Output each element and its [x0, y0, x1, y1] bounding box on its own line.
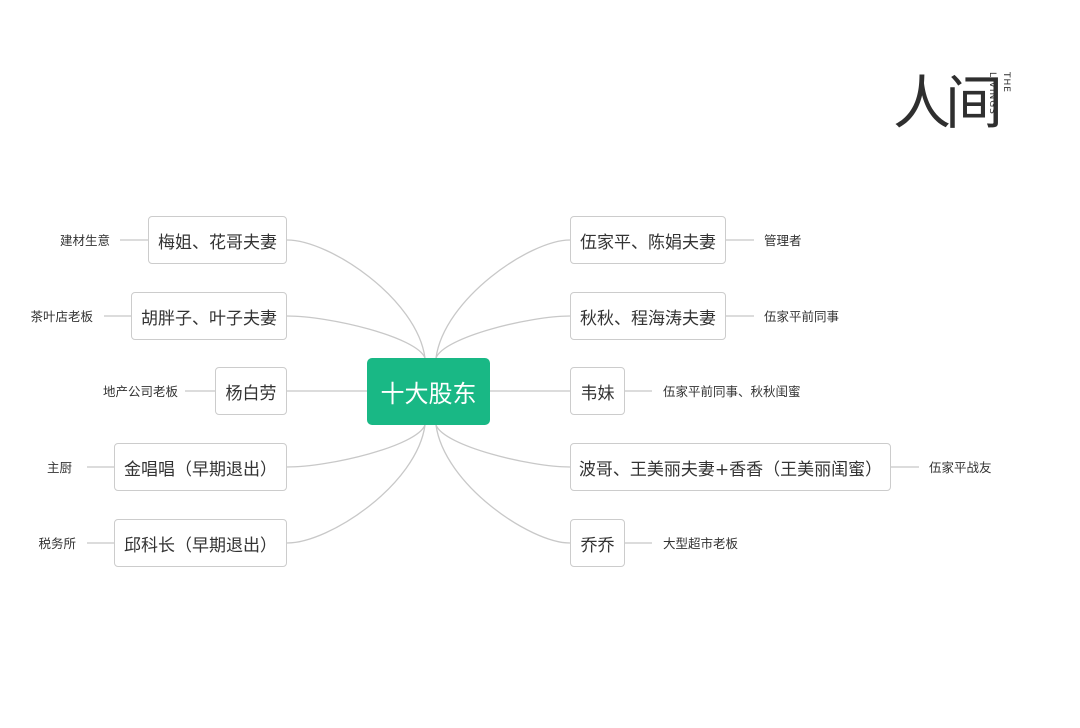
- connector-line-left: [286, 424, 426, 544]
- branch-node-right: 伍家平、陈娟夫妻: [570, 216, 726, 264]
- branch-note: 伍家平前同事: [764, 309, 840, 324]
- branch-node-left: 邱科长（早期退出）: [114, 519, 287, 567]
- branch-node-left: 杨白劳: [215, 367, 287, 415]
- branch-node-left: 胡胖子、叶子夫妻: [131, 292, 287, 340]
- connector-line-right: [435, 315, 571, 359]
- root-node: 十大股东: [367, 358, 490, 425]
- branch-note: 主厨: [46, 460, 72, 475]
- branch-node-right: 波哥、王美丽夫妻+香香（王美丽闺蜜）: [570, 443, 891, 491]
- the-livings-logo: 人间 THE LIVINGS: [893, 70, 1015, 142]
- connector-line-left: [286, 424, 426, 468]
- connector-line-left: [286, 315, 426, 359]
- connector-line-left: [286, 239, 426, 359]
- connector-line-right: [435, 239, 571, 359]
- branch-note: 建材生意: [59, 233, 110, 248]
- branch-note: 税务所: [38, 536, 76, 551]
- branch-node-right: 乔乔: [570, 519, 625, 567]
- branch-note: 管理者: [764, 233, 802, 248]
- logo-wordmark: 人间: [893, 69, 1003, 137]
- branch-note: 地产公司老板: [102, 384, 178, 399]
- connector-line-right: [435, 424, 571, 544]
- branch-note: 茶叶店老板: [30, 309, 93, 324]
- logo-subtitle: THE LIVINGS: [987, 72, 1011, 115]
- branch-node-left: 金唱唱（早期退出）: [114, 443, 287, 491]
- branch-note: 伍家平战友: [929, 460, 992, 475]
- branch-node-right: 韦妹: [570, 367, 625, 415]
- branch-note: 伍家平前同事、秋秋闺蜜: [663, 384, 801, 399]
- branch-node-left: 梅姐、花哥夫妻: [148, 216, 287, 264]
- connector-line-right: [435, 424, 571, 468]
- branch-node-right: 秋秋、程海涛夫妻: [570, 292, 726, 340]
- branch-note: 大型超市老板: [663, 536, 739, 551]
